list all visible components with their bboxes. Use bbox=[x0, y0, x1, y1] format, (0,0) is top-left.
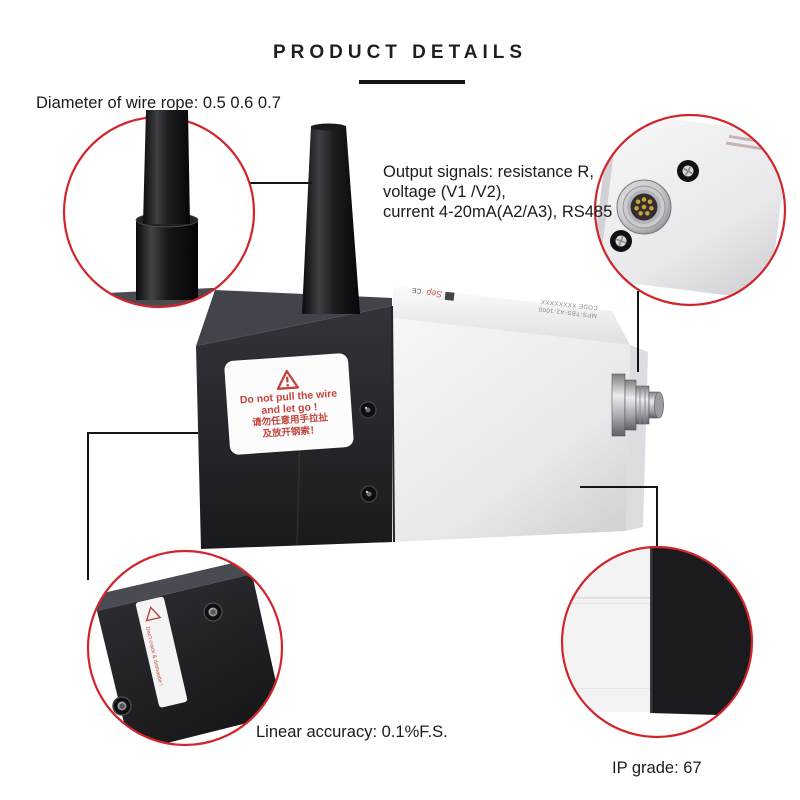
sensor-end-face bbox=[598, 115, 785, 300]
seam-black-panel bbox=[650, 547, 752, 716]
screw-icon bbox=[677, 160, 699, 182]
screw-icon bbox=[360, 485, 378, 503]
screw-icon bbox=[203, 602, 223, 622]
magnifier-circle bbox=[560, 545, 754, 739]
housing-seam bbox=[296, 431, 301, 547]
silver-housing-front bbox=[392, 318, 630, 542]
title-underline bbox=[359, 80, 465, 84]
leader-lines bbox=[87, 182, 658, 580]
warning-triangle-icon bbox=[145, 606, 162, 622]
silver-housing-top bbox=[392, 286, 630, 345]
page-title: PRODUCT DETAILS bbox=[272, 42, 528, 63]
annotation-ip-grade: IP grade: 67 bbox=[612, 759, 702, 777]
screw-icon bbox=[112, 696, 132, 716]
output-connector bbox=[611, 373, 664, 437]
detail-circle-ip bbox=[560, 545, 754, 739]
annotation-line: voltage (V1 /V2), bbox=[383, 183, 506, 201]
brand-logo-text: Sep bbox=[426, 288, 443, 300]
brand-logo-block bbox=[444, 291, 455, 301]
leader-line-ip bbox=[580, 486, 658, 549]
detail-circle-accuracy: Don't crack & dismantle ! bbox=[86, 549, 284, 747]
annotation-output-signals: Output signals: resistance R, voltage (V… bbox=[383, 162, 612, 222]
screw-icon bbox=[610, 230, 632, 252]
leader-line-accuracy bbox=[87, 432, 198, 580]
screw-icon bbox=[359, 401, 377, 419]
magnifier-circle bbox=[593, 113, 787, 307]
warning-label: Do not pull the wire and let go ! 请勿任意用手… bbox=[223, 352, 355, 456]
rope-sleeve bbox=[136, 220, 198, 300]
annotation-line: current 4-20mA(A2/A3), RS485 bbox=[383, 203, 613, 221]
ce-mark: CE bbox=[411, 286, 422, 294]
housing-junction bbox=[391, 305, 395, 543]
annotation-line: Output signals: resistance R, bbox=[383, 163, 594, 181]
detail-circle-connector bbox=[593, 113, 787, 307]
warning-text-line: 及放开钢索！ bbox=[262, 424, 320, 440]
connector-macro bbox=[616, 179, 672, 235]
wire-outlet-tube bbox=[302, 123, 360, 314]
magnifier-circle bbox=[86, 549, 284, 747]
warning-triangle-icon bbox=[276, 369, 300, 390]
rope-tube-macro bbox=[143, 110, 190, 224]
annotation-wire-diameter: Diameter of wire rope: 0.5 0.6 0.7 bbox=[36, 94, 281, 112]
connector-pins bbox=[634, 196, 654, 216]
annotation-linear-accuracy: Linear accuracy: 0.1%F.S. bbox=[256, 723, 448, 741]
corner-top-face bbox=[90, 560, 252, 611]
